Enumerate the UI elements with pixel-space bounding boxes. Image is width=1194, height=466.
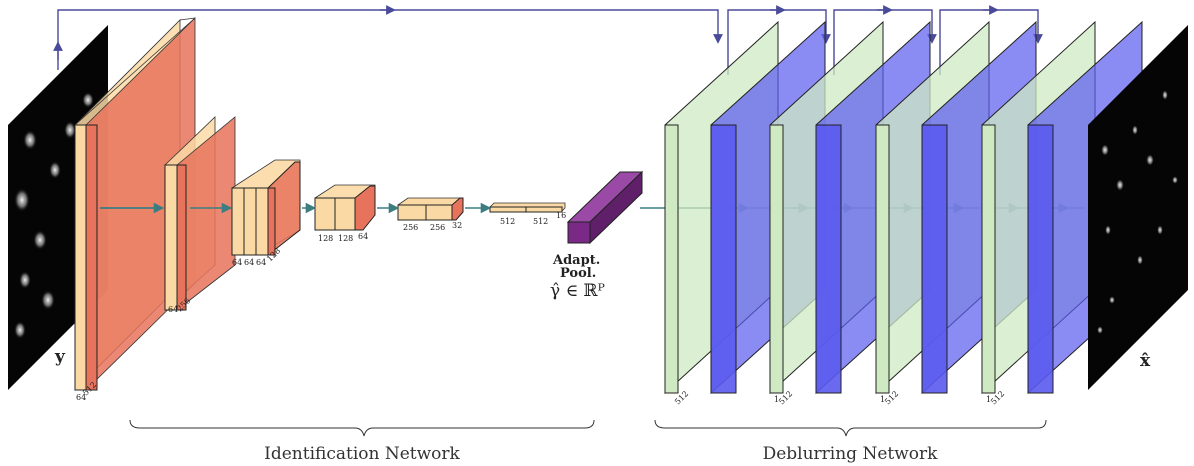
pool-label-line2: Pool. [560,266,596,281]
enc1-dim-0: 64 [168,305,178,314]
encoder-block-1 [164,116,236,311]
pool-label-line1: Adapt. [552,253,600,268]
dec-dim-5: 1 [986,395,991,404]
decoder-layers [664,20,1143,395]
enc3-dim-0: 128 [318,234,333,243]
braces [129,419,1047,437]
input-conv-layers [74,17,196,391]
enc5-dim-2: 16 [556,211,566,220]
enc5-dim-0: 512 [500,217,515,226]
enc4-dim-0: 256 [403,223,418,232]
pool-symbol: γ̂ ∈ ℝᴾ [550,281,605,301]
dec-dim-1: 1 [774,395,779,404]
enc3-dim-1: 128 [338,234,353,243]
identification-network-label: Identification Network [264,444,460,464]
input-label: y [54,347,66,367]
enc3-dim-2: 64 [358,232,368,241]
dec-dim-3: 1 [880,395,885,404]
deblurring-network-label: Deblurring Network [763,444,939,464]
encoder-block-5 [489,202,566,213]
output-image [1088,25,1188,390]
enc2-dim-2: 64 [256,258,266,267]
enc5-dim-1: 512 [533,217,548,226]
output-label: x̂ [1140,351,1151,371]
enc2-dim-1: 64 [244,258,254,267]
encoder-block-2 [231,159,301,257]
encoder-block-4 [397,197,464,221]
adaptive-pool-block [566,170,644,245]
enc2-dim-0: 64 [232,258,242,267]
skip-connections [53,5,1043,75]
input-dim-0: 64 [76,393,86,402]
encoder-block-3 [314,184,376,231]
enc4-dim-2: 32 [452,221,462,230]
enc4-dim-1: 256 [430,223,445,232]
